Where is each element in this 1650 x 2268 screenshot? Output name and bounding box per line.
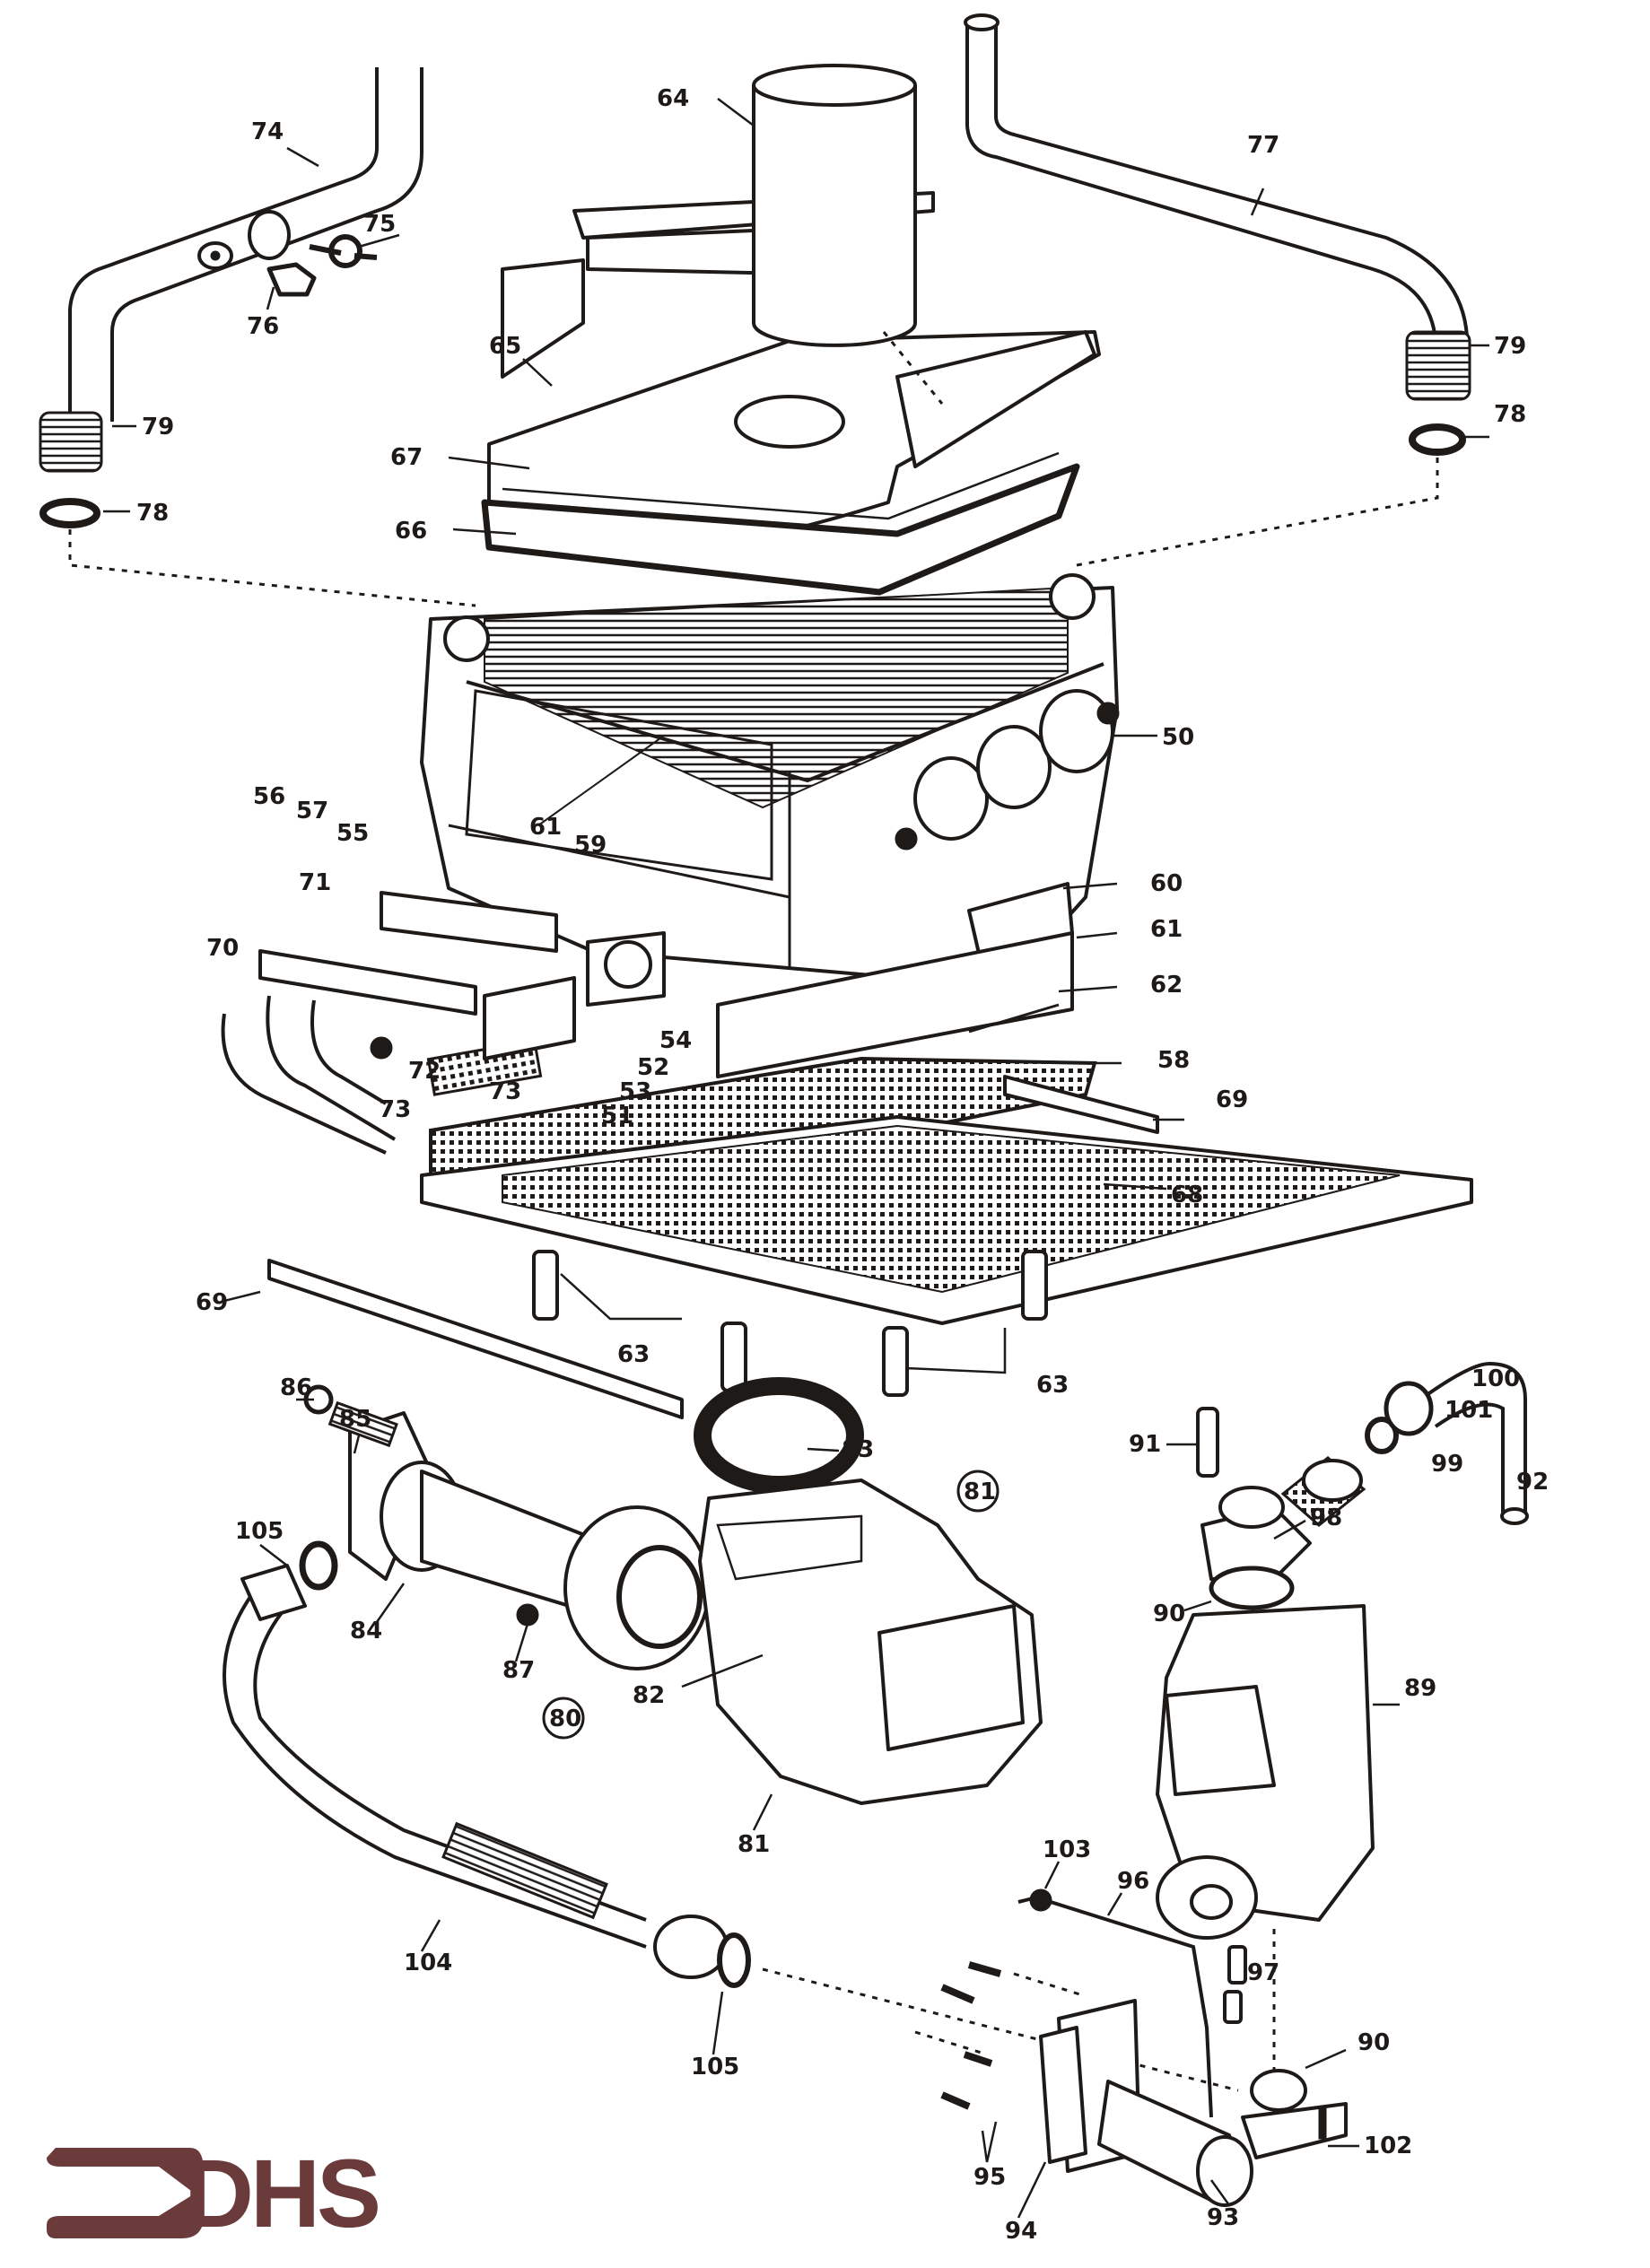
label-61-inner: 61 <box>529 814 562 841</box>
label-78-right: 78 <box>1494 401 1526 428</box>
label-102: 102 <box>1364 2133 1412 2159</box>
fitting-79-left <box>39 411 103 528</box>
label-73-b: 73 <box>379 1096 411 1123</box>
circle-80 <box>542 1697 585 1740</box>
electrode-assembly-70-71 <box>221 891 666 1155</box>
label-55: 55 <box>336 820 369 847</box>
label-104: 104 <box>404 1950 452 1976</box>
logo-arrow-icon <box>47 2148 204 2238</box>
label-105-lower: 105 <box>691 2054 739 2080</box>
label-54: 54 <box>659 1027 692 1054</box>
label-105-upper: 105 <box>235 1518 284 1545</box>
label-74: 74 <box>251 118 284 145</box>
label-96: 96 <box>1117 1868 1149 1895</box>
logo-text: DHS <box>184 2139 381 2247</box>
label-57: 57 <box>296 798 328 824</box>
label-78-left: 78 <box>136 500 169 527</box>
leader-lines <box>103 98 1489 1374</box>
label-61: 61 <box>1150 916 1183 943</box>
label-70: 70 <box>206 935 239 962</box>
label-97: 97 <box>1247 1959 1279 1986</box>
label-63-a: 63 <box>617 1341 650 1368</box>
label-72: 72 <box>408 1058 441 1085</box>
flue-pipe-64 <box>752 64 944 405</box>
valve-inlet-98 <box>1196 1407 1312 1610</box>
label-53: 53 <box>619 1078 651 1105</box>
rail-69-left <box>267 1259 684 1419</box>
inlet-elbow-93 <box>1039 1999 1348 2207</box>
dhs-logo-icon <box>47 2148 204 2238</box>
label-90-lower: 90 <box>1358 2029 1390 2056</box>
label-52: 52 <box>637 1054 669 1081</box>
leader-lines-lower <box>259 1398 1400 2219</box>
filter-99-101-100 <box>1280 1361 1529 1527</box>
label-101: 101 <box>1445 1397 1493 1424</box>
label-75: 75 <box>363 211 396 238</box>
label-76: 76 <box>247 313 279 340</box>
label-93: 93 <box>1207 2204 1239 2231</box>
label-90-upper: 90 <box>1153 1601 1185 1627</box>
burner-base-68 <box>420 1115 1473 1325</box>
label-60: 60 <box>1150 870 1183 897</box>
heat-exchanger-50 <box>420 573 1120 989</box>
label-89: 89 <box>1404 1675 1436 1702</box>
label-71: 71 <box>299 869 331 896</box>
label-82: 82 <box>633 1682 665 1709</box>
label-67: 67 <box>390 444 423 471</box>
label-80: 80 <box>549 1705 581 1732</box>
label-62: 62 <box>1150 972 1183 999</box>
venturi-84 <box>303 1384 711 1670</box>
label-68: 68 <box>1171 1182 1203 1208</box>
label-99: 99 <box>1431 1451 1463 1478</box>
hose-104 <box>223 1540 1239 2092</box>
gas-valve-89 <box>1156 1604 1375 1940</box>
label-58: 58 <box>1157 1047 1190 1074</box>
label-65: 65 <box>489 333 521 360</box>
label-83: 83 <box>842 1436 874 1463</box>
label-81-circled: 81 <box>964 1479 996 1505</box>
label-51: 51 <box>601 1103 633 1130</box>
label-69-right: 69 <box>1216 1086 1248 1113</box>
label-85: 85 <box>339 1406 371 1433</box>
label-92: 92 <box>1516 1469 1549 1496</box>
label-79-left: 79 <box>142 414 174 441</box>
pipe-77 <box>964 13 1469 342</box>
rail-69-right <box>1003 1075 1159 1134</box>
label-95: 95 <box>973 2164 1006 2191</box>
label-98: 98 <box>1310 1505 1342 1531</box>
label-79-right: 79 <box>1494 333 1526 360</box>
pipe-74 <box>68 67 423 422</box>
chamber-panels-60-61-62 <box>716 882 1074 1078</box>
screws-95 <box>914 1929 1276 2110</box>
label-59: 59 <box>574 832 607 859</box>
label-91: 91 <box>1129 1431 1161 1458</box>
label-87: 87 <box>502 1657 535 1684</box>
label-56: 56 <box>253 783 285 810</box>
label-64: 64 <box>657 85 689 112</box>
label-50: 50 <box>1162 724 1194 751</box>
label-86: 86 <box>280 1374 312 1401</box>
gasket-66 <box>481 451 1080 596</box>
label-103: 103 <box>1043 1836 1091 1863</box>
label-69-left: 69 <box>196 1289 228 1316</box>
spacers-63 <box>532 1250 1048 1397</box>
label-100: 100 <box>1471 1365 1520 1392</box>
label-94: 94 <box>1005 2218 1037 2245</box>
label-73-a: 73 <box>489 1078 521 1105</box>
circle-81 <box>956 1470 1000 1513</box>
pilot-line-96 <box>1017 1889 1247 2118</box>
label-66: 66 <box>395 518 427 545</box>
parts-75-76 <box>266 234 378 297</box>
label-81: 81 <box>738 1831 770 1858</box>
fan-81 <box>694 1377 1043 1805</box>
part-labels: 74 75 76 79 78 64 65 67 66 77 79 78 50 5… <box>136 85 1549 2245</box>
label-77: 77 <box>1247 132 1279 159</box>
fitting-79-right <box>1076 330 1471 567</box>
label-63-b: 63 <box>1036 1372 1069 1399</box>
